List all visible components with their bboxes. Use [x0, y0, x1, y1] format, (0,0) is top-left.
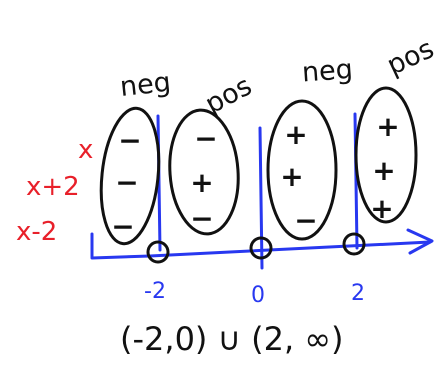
open-circle-2: [342, 232, 366, 256]
open-circle-0: [249, 236, 273, 260]
critical-point-lines: [156, 112, 359, 270]
sign-col1-x: −: [118, 124, 141, 157]
sign-column-oval-1: [99, 106, 161, 246]
solution-interval: (-2,0) ∪ (2, ∞): [120, 320, 344, 358]
number-line-axis: [90, 232, 432, 260]
factor-label-x: x: [78, 135, 93, 165]
sign-col3-x-plus-2: +: [280, 160, 303, 193]
interval-labels: neg pos neg pos: [118, 33, 438, 120]
factor-labels: x x+2 x-2: [16, 135, 93, 247]
sign-col2-x-minus-2: −: [190, 202, 213, 235]
divider-line-0: [258, 126, 264, 270]
sign-entries: − − − − + − + + − + + +: [111, 110, 399, 243]
sign-col4-x: +: [376, 110, 399, 143]
factor-label-x-minus-2: x-2: [16, 217, 57, 247]
interval-label-neg-2: neg: [301, 54, 354, 88]
sign-column-ovals: [99, 86, 418, 246]
sign-col1-x-minus-2: −: [111, 210, 134, 243]
divider-line-2: [353, 112, 359, 250]
interval-label-neg-1: neg: [118, 67, 172, 103]
number-line-arrow-icon: [406, 228, 434, 255]
open-circle-minus-2: [146, 240, 170, 264]
number-line: [90, 228, 434, 260]
sign-col2-x: −: [194, 122, 217, 155]
sign-col3-x-minus-2: −: [294, 204, 317, 237]
tick-label-0: 0: [251, 283, 265, 308]
sign-col3-x: +: [284, 118, 307, 151]
sign-col4-x-minus-2: +: [370, 192, 393, 225]
tick-labels: -2 0 2: [144, 279, 365, 308]
critical-point-markers: [146, 232, 366, 264]
factor-label-x-plus-2: x+2: [26, 172, 80, 202]
tick-label-minus-2: -2: [144, 279, 166, 304]
sign-column-oval-4: [354, 86, 418, 224]
sign-column-oval-3: [266, 99, 338, 241]
tick-label-2: 2: [351, 281, 365, 306]
sign-col2-x-plus-2: +: [190, 166, 213, 199]
interval-label-pos-2: pos: [382, 33, 438, 81]
sign-col1-x-plus-2: −: [115, 166, 138, 199]
divider-line-minus-2: [156, 114, 162, 252]
sign-column-oval-2: [168, 108, 240, 236]
sign-col4-x-plus-2: +: [372, 154, 395, 187]
